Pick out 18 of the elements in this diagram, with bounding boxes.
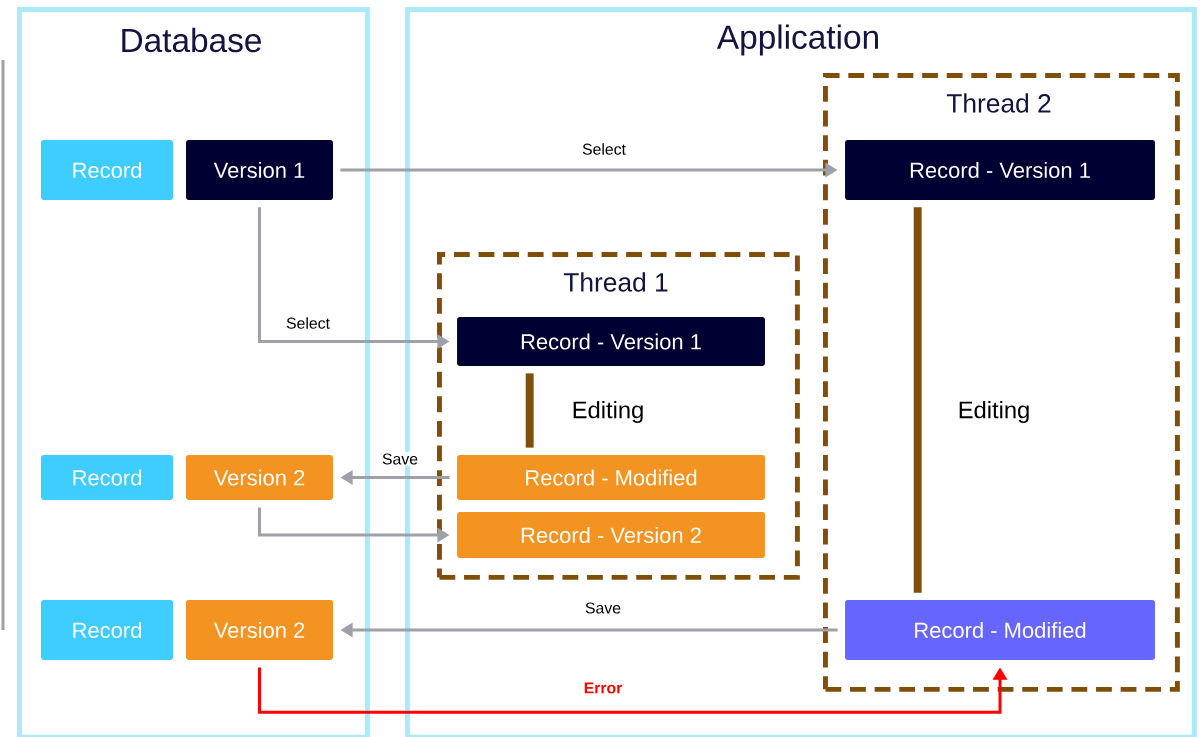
record-box: Record - Version 1 [845,140,1155,200]
edge-label: Editing [570,399,647,425]
record-box: Record [41,140,173,200]
record-box: Version 1 [186,140,333,200]
edge-label: Editing [956,399,1033,425]
record-box: Record [41,600,173,660]
record-box: Record - Modified [845,600,1155,660]
edge-label: Error [581,680,625,696]
edge-label: Select [284,315,332,331]
record-box: Record - Version 1 [457,317,765,366]
record-box: Record [41,455,173,500]
record-box: Record - Modified [457,455,765,500]
record-box: Version 2 [186,600,333,660]
edge-label: Select [580,141,628,157]
edge-label: Save [583,600,623,616]
record-box: Record - Version 2 [457,512,765,558]
record-box: Version 2 [186,455,333,500]
edge-label: Save [380,451,420,467]
